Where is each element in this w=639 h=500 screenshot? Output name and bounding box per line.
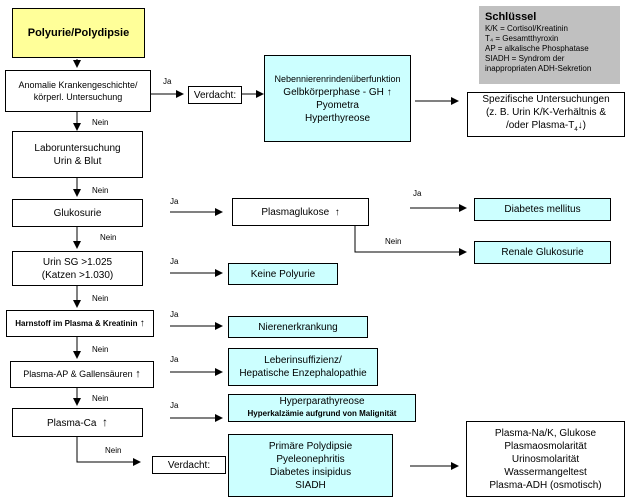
start-box: Polyurie/Polydipsie — [12, 8, 145, 58]
harnstoff-row: Harnstoff im Plasma & Kreatinin ↑ — [15, 317, 144, 330]
hyperpara-line: Hyperkalzämie aufgrund von Malignität — [247, 409, 397, 418]
ja-label: Ja — [170, 197, 179, 206]
plasma-ap-box: Plasma-AP & Gallensäuren ↑ — [10, 361, 154, 388]
nein-label: Nein — [92, 345, 109, 354]
labor-line-2: Urin & Blut — [53, 155, 102, 167]
glukosurie-label: Glukosurie — [53, 207, 102, 219]
nein-label: Nein — [105, 446, 122, 455]
nierenerkrankung-label: Nierenerkrankung — [258, 321, 338, 333]
anamnese-line-2: körperl. Untersuchung — [33, 92, 123, 102]
key-line: T₄ = Gesamtthyroxin — [485, 34, 559, 43]
ja-label: Ja — [413, 189, 422, 198]
key-line: AP = alkalische Phosphatase — [485, 44, 589, 53]
final-test: Wassermangeltest — [504, 466, 587, 478]
arrow-plasmaglukose-renal — [354, 226, 467, 256]
plasma-ca-label: Plasma-Ca — [46, 417, 97, 429]
harnstoff-label: Harnstoff im Plasma & Kreatinin — [15, 319, 138, 328]
keine-polyurie-box: Keine Polyurie — [228, 263, 338, 285]
key-title: Schlüssel — [485, 11, 537, 23]
renale-glukosurie-box: Renale Glukosurie — [474, 241, 611, 264]
ja-label: Ja — [170, 401, 179, 410]
hyperpara-line: Hyperparathyreose — [279, 396, 365, 407]
nierenerkrankung-box: Nierenerkrankung — [228, 316, 368, 338]
plasma-ap-row: Plasma-AP & Gallensäuren ↑ — [23, 368, 140, 381]
leber-line: Leberinsuffizienz/ — [264, 355, 342, 366]
key-box: Schlüssel K/K = Cortisol/Kreatinin T₄ = … — [479, 6, 620, 84]
spezifisch-line-3: /oder Plasma-T4↓) — [505, 119, 587, 133]
final-test: Plasma-ADH (osmotisch) — [489, 479, 602, 491]
leber-line: Hepatische Enzephalopathie — [239, 368, 367, 379]
spezifisch-line: Spezifische Untersuchungen — [482, 93, 610, 105]
keine-polyurie-label: Keine Polyurie — [250, 268, 316, 280]
nein-label: Nein — [92, 186, 109, 195]
anamnese-box: Anomalie Krankengeschichte/ körperl. Unt… — [5, 70, 151, 112]
verdacht1-item: Hyperthyreose — [304, 112, 371, 124]
arrow-ca-verdacht2 — [76, 437, 141, 466]
final-test: Plasma-Na/K, Glukose — [494, 427, 597, 439]
arrow-up-icon: ↑ — [135, 368, 141, 380]
spezifisch-line: /oder Plasma-T — [505, 119, 575, 131]
ja-label: Ja — [170, 355, 179, 364]
labor-box: Laboruntersuchung Urin & Blut — [12, 131, 143, 178]
plasma-ca-box: Plasma-Ca ↑ — [12, 408, 143, 437]
glukosurie-box: Glukosurie — [12, 199, 143, 227]
ja-label: Ja — [163, 77, 172, 86]
harnstoff-box: Harnstoff im Plasma & Kreatinin ↑ — [6, 310, 154, 337]
urin-sg-line-1: Urin SG >1.025 — [42, 256, 113, 268]
key-line: SIADH = Syndrom der — [485, 54, 565, 63]
arrow-up-icon: ↑ — [334, 206, 340, 218]
arrow-up-icon: ↑ — [139, 318, 145, 329]
verdacht2-item: Primäre Polydipsie — [268, 440, 353, 452]
nein-label: Nein — [385, 237, 402, 246]
verdacht2-label: Verdacht: — [167, 459, 211, 471]
final-test: Plasmaosmolarität — [504, 440, 587, 452]
verdacht2-item: SIADH — [295, 479, 326, 491]
ja-label: Ja — [170, 310, 179, 319]
labor-line-1: Laboruntersuchung — [34, 142, 121, 154]
urin-sg-box: Urin SG >1.025 (Katzen >1.030) — [12, 251, 143, 286]
arrow-up-icon: ↑ — [386, 86, 392, 98]
plasmaglukose-label: Plasmaglukose — [261, 206, 330, 218]
spezifisch-line: (z. B. Urin K/K-Verhältnis & — [485, 106, 607, 118]
verdacht1-item: Pyometra — [316, 99, 359, 111]
arrow-down-icon: ↓ — [577, 119, 583, 131]
verdacht2-item: Pyeleonephritis — [276, 453, 345, 465]
verdacht1-label: Verdacht: — [193, 89, 237, 101]
hyperpara-box: Hyperparathyreose Hyperkalzämie aufgrund… — [228, 394, 416, 422]
key-line: inappropriaten ADH-Sekretion — [485, 64, 592, 73]
verdacht2-box: Primäre Polydipsie Pyeleonephritis Diabe… — [228, 434, 393, 497]
plasma-ca-row: Plasma-Ca ↑ — [46, 414, 109, 430]
diabetes-mellitus-label: Diabetes mellitus — [504, 204, 581, 215]
arrow-up-icon: ↑ — [102, 414, 109, 429]
plasma-ap-label: Plasma-AP & Gallensäuren — [23, 369, 133, 379]
diabetes-mellitus-box: Diabetes mellitus — [474, 198, 611, 221]
anamnese-line-1: Anomalie Krankengeschichte/ — [18, 80, 138, 90]
leber-box: Leberinsuffizienz/ Hepatische Enzephalop… — [228, 348, 378, 386]
verdacht1-box: Nebennierenrindenüberfunktion Gelbkörper… — [264, 55, 411, 142]
verdacht2-item: Diabetes insipidus — [269, 466, 352, 478]
final-test: Urinosmolarität — [511, 453, 580, 465]
urin-sg-line-2: (Katzen >1.030) — [41, 269, 114, 281]
nein-label: Nein — [92, 294, 109, 303]
nein-label: Nein — [100, 233, 117, 242]
plasmaglukose-row: Plasmaglukose ↑ — [261, 206, 339, 219]
start-label: Polyurie/Polydipsie — [27, 26, 130, 39]
ja-label: Ja — [170, 257, 179, 266]
final-tests-box: Plasma-Na/K, Glukose Plasmaosmolarität U… — [466, 421, 625, 497]
nein-label: Nein — [92, 394, 109, 403]
key-line: K/K = Cortisol/Kreatinin — [485, 24, 568, 33]
verdacht1-item-gh: Gelbkörperphase - GH ↑ — [283, 86, 391, 99]
spezifisch-box: Spezifische Untersuchungen (z. B. Urin K… — [467, 92, 625, 137]
verdacht1-label-box: Verdacht: — [188, 86, 242, 104]
verdacht2-label-box: Verdacht: — [152, 456, 226, 474]
plasmaglukose-box: Plasmaglukose ↑ — [232, 198, 369, 226]
nein-label: Nein — [92, 118, 109, 127]
verdacht1-item: Gelbkörperphase - GH — [283, 86, 384, 98]
verdacht1-item: Nebennierenrindenüberfunktion — [274, 73, 401, 84]
renale-glukosurie-label: Renale Glukosurie — [501, 247, 584, 258]
